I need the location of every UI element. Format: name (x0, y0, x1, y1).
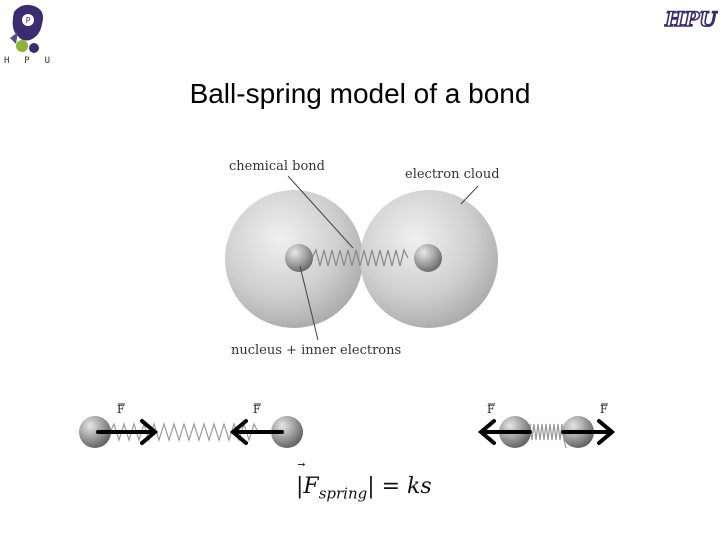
nucleus-right (414, 244, 442, 272)
formula-lhs-symbol: F (303, 474, 319, 499)
leader-chemical-bond (287, 175, 354, 249)
hpu-mascot-logo: P (10, 4, 43, 53)
stretched-ball-right (271, 416, 303, 448)
compressed-arrow-left (477, 419, 532, 445)
hpu-wordmark-logo: HPU (664, 6, 718, 32)
logo-letter-h: H (4, 56, 10, 66)
leader-electron-cloud (460, 185, 479, 205)
nucleus-left (285, 244, 313, 272)
formula-subscript: spring (318, 484, 368, 503)
formula-rhs: = ks (381, 474, 432, 499)
label-chemical-bond: chemical bond (229, 159, 325, 174)
stretched-arrow-right (229, 419, 284, 445)
stretched-arrow-left (96, 419, 159, 445)
hpu-letters: H P U (4, 56, 50, 66)
leader-nucleus (299, 265, 319, 341)
force-label-compressed-left: F (487, 403, 495, 416)
formula-force-symbol: ⃗F (303, 474, 318, 499)
logo-letter-u: U (44, 56, 50, 66)
svg-text:P: P (26, 16, 31, 25)
logo-letter-p: P (24, 56, 30, 66)
stretched-ball-left (79, 416, 111, 448)
force-label-compressed-right: F (600, 403, 608, 416)
force-label-stretched-right: F (253, 403, 261, 416)
compressed-spring (527, 423, 567, 449)
force-label-stretched-left: F (117, 403, 125, 416)
label-electron-cloud: electron cloud (405, 167, 500, 182)
spring-force-formula: |⃗Fspring| = ks (296, 474, 432, 503)
slide-title: Ball-spring model of a bond (189, 78, 531, 109)
hpu-wordmark-text: HPU (664, 7, 718, 31)
label-nucleus: nucleus + inner electrons (231, 343, 402, 358)
compressed-arrow-right (561, 419, 616, 445)
stretched-spring (109, 421, 259, 443)
bond-spring (311, 248, 409, 267)
